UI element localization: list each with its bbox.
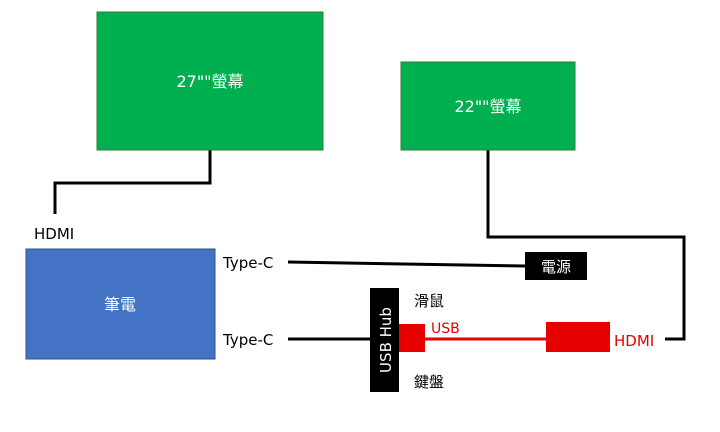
monitor-22-box xyxy=(400,61,576,151)
power-adapter-label: 電源 xyxy=(541,258,571,276)
monitor-27-label: 27""螢幕 xyxy=(176,72,243,91)
hdmi-cable-27-monitor xyxy=(53,150,212,214)
monitor-22: 22""螢幕 xyxy=(400,61,576,151)
monitor-27-box xyxy=(96,11,324,151)
usb-connector xyxy=(399,324,425,352)
power-adapter: 電源 xyxy=(525,252,587,280)
monitor-22-label: 22""螢幕 xyxy=(454,97,521,116)
type-c-power-cable xyxy=(287,260,526,268)
laptop-label: 筆電 xyxy=(104,295,136,314)
laptop-box xyxy=(25,248,216,360)
type-c-top-label: Type-C xyxy=(222,254,273,272)
hdmi-adapter-connector xyxy=(546,322,610,352)
hdmi-cable-22-monitor xyxy=(486,150,686,341)
usb-label: USB xyxy=(431,321,460,337)
laptop: 筆電 xyxy=(25,248,216,360)
type-c-bottom-label: Type-C xyxy=(222,331,273,349)
usb-hub-label: USB Hub xyxy=(377,307,395,373)
hdmi-right-label: HDMI xyxy=(614,332,654,350)
power-adapter-box xyxy=(525,252,587,280)
hdmi-left-label: HDMI xyxy=(34,225,74,243)
usb-hub: USB Hub xyxy=(370,288,399,392)
usb-hub-box xyxy=(370,288,399,392)
mouse-label: 滑鼠 xyxy=(414,292,444,310)
keyboard-label: 鍵盤 xyxy=(414,373,444,391)
monitor-27: 27""螢幕 xyxy=(96,11,324,151)
